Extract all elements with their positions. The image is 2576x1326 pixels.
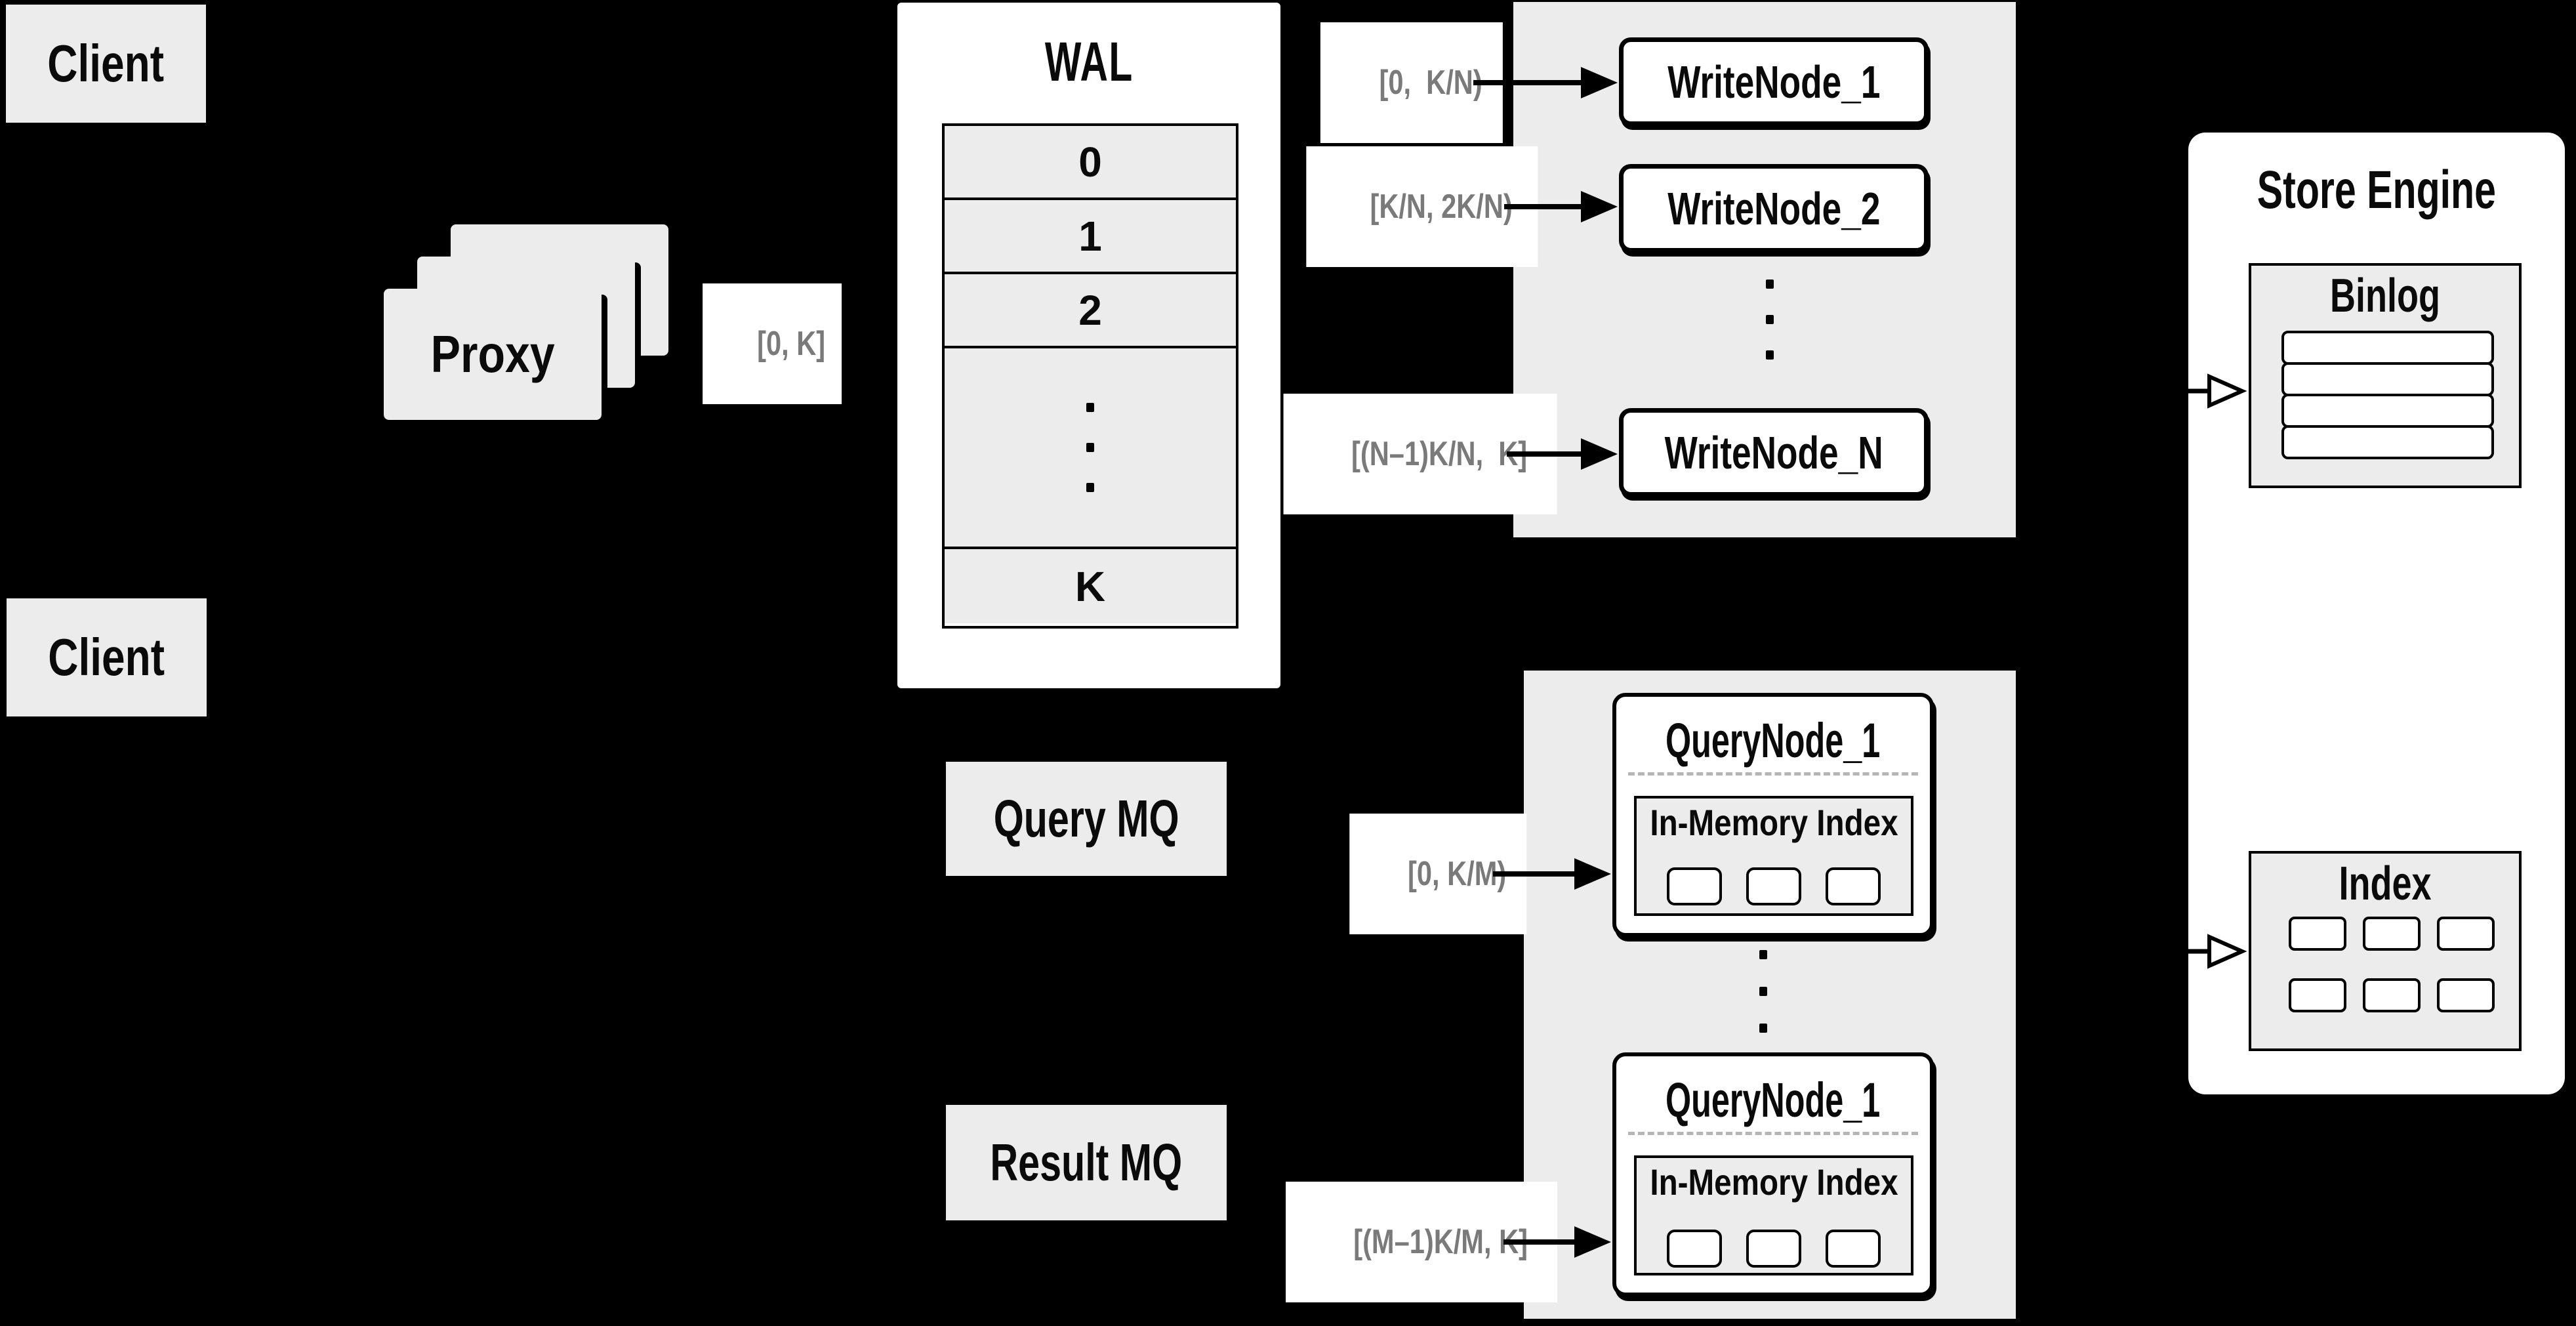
store-engine-title: Store Engine — [2257, 160, 2497, 220]
segment-cell — [1746, 1230, 1801, 1268]
proxy-label: Proxy — [430, 325, 555, 383]
index-cell — [2437, 917, 2495, 951]
binlog-segment — [2281, 362, 2494, 396]
query-node-2-title: QueryNode_1 — [1666, 1073, 1881, 1127]
binlog-segment — [2281, 331, 2494, 365]
client-box-bottom: Client — [7, 598, 207, 716]
range-label-write-2: [K/N, 2K/N) — [1306, 146, 1538, 267]
wal-row: 0 — [945, 126, 1236, 200]
wal-row: 1 — [945, 200, 1236, 274]
wal-row-ellipsis — [945, 348, 1236, 549]
client-label: Client — [48, 628, 165, 686]
index-cell — [2289, 917, 2346, 951]
write-node-n: WriteNode_N — [1619, 408, 1929, 497]
ellipsis-dots-icon — [1086, 403, 1094, 492]
binlog-segment — [2281, 425, 2494, 459]
wal-row: K — [945, 549, 1236, 623]
query-mq-box: Query MQ — [946, 762, 1227, 876]
index-cell — [2289, 978, 2346, 1012]
range-label-query-1: [0, K/M) — [1349, 814, 1526, 934]
segment-cell — [1667, 867, 1722, 905]
query-node-2-divider — [1628, 1132, 1918, 1135]
client-box-top: Client — [6, 5, 206, 123]
wal-row: 2 — [945, 274, 1236, 348]
in-memory-index-title: In-Memory Index — [1649, 802, 1898, 843]
query-node-1-title: QueryNode_1 — [1666, 713, 1881, 768]
index-cell — [2437, 978, 2495, 1012]
segment-cell — [1826, 867, 1881, 905]
proxy-box: Proxy — [384, 289, 602, 420]
wal-title: WAL — [1044, 31, 1134, 93]
binlog-segment — [2281, 394, 2494, 428]
range-label-query-m: [(M–1)K/M, K] — [1286, 1182, 1557, 1302]
index-panel — [2249, 851, 2522, 1051]
segment-cell — [1746, 867, 1801, 905]
write-node-2: WriteNode_2 — [1619, 164, 1929, 253]
range-label-write-n: [(N–1)K/N, K] — [1283, 394, 1557, 514]
binlog-title: Binlog — [2330, 270, 2440, 322]
segment-cell — [1667, 1230, 1722, 1268]
range-label-write-1: [0, K/N) — [1320, 22, 1503, 143]
ellipsis-dots-icon — [1766, 280, 1774, 360]
ellipsis-dots-icon — [1759, 950, 1767, 1033]
result-mq-box: Result MQ — [946, 1105, 1227, 1220]
range-label-proxy-wal: [0, K] — [703, 283, 842, 404]
wal-table: 0 1 2 K — [942, 123, 1238, 629]
segment-cell — [1826, 1230, 1881, 1268]
query-node-1-divider — [1628, 772, 1918, 776]
wal-panel: WAL 0 1 2 K — [897, 3, 1280, 688]
write-node-1: WriteNode_1 — [1619, 37, 1929, 126]
client-label: Client — [47, 34, 165, 93]
index-cell — [2363, 917, 2421, 951]
in-memory-index-title: In-Memory Index — [1649, 1161, 1898, 1203]
index-title: Index — [2339, 858, 2432, 910]
index-cell — [2363, 978, 2421, 1012]
